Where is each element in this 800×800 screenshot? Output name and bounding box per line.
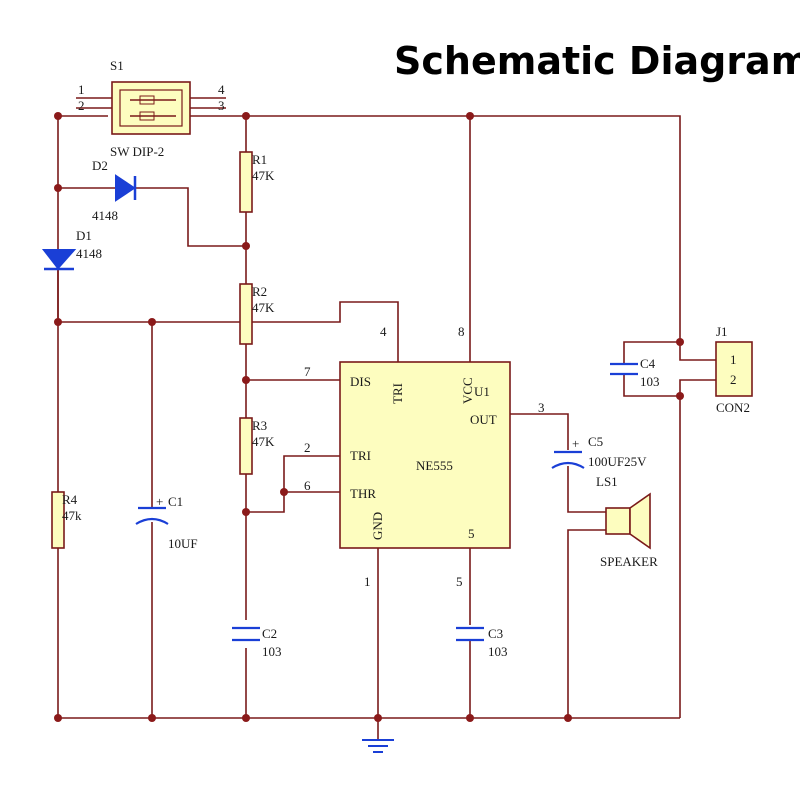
capacitor-c2: C2 103	[232, 626, 282, 659]
capacitor-c1: + C1 10UF	[135, 494, 198, 551]
pin-7-number: 7	[304, 364, 311, 379]
capacitor-c3: C3 103	[456, 626, 508, 659]
r2-value: 47K	[252, 300, 275, 315]
r1-value: 47K	[252, 168, 275, 183]
s1-pin4: 4	[218, 82, 225, 97]
pin-2-number: 2	[304, 440, 311, 455]
r4-ref: R4	[62, 492, 78, 507]
pin-out-name: OUT	[470, 412, 497, 427]
s1-pin1: 1	[78, 82, 85, 97]
pin-gnd-name: GND	[370, 512, 385, 540]
c2-ref: C2	[262, 626, 277, 641]
diode-d1: D1 4148	[41, 228, 102, 271]
ls1-value: SPEAKER	[600, 554, 658, 569]
r1-ref: R1	[252, 152, 267, 167]
r3-ref: R3	[252, 418, 267, 433]
speaker-ls1: LS1 SPEAKER	[596, 474, 658, 569]
pin-vcc-name: VCC	[460, 377, 475, 404]
capacitor-c5: + C5 100UF25V	[551, 434, 647, 469]
s1-pin3: 3	[218, 98, 225, 113]
capacitor-c4: C4 103	[610, 356, 660, 389]
dip-switch-s1: S1 1 2 4 3 SW DIP-2	[76, 58, 226, 159]
pin-3-number: 3	[538, 400, 545, 415]
c2-value: 103	[262, 644, 282, 659]
resistor-r4: R4 47k	[51, 491, 82, 549]
ic-ne555-u1: 4 8 7 3 2 6 1 5 DIS TRI THR OUT NE555 U1…	[304, 324, 545, 589]
r3-value: 47K	[252, 434, 275, 449]
c5-value: 100UF25V	[588, 454, 647, 469]
pin-5-name: 5	[468, 526, 475, 541]
pin-dis-name: DIS	[350, 374, 371, 389]
resistor-r3: R3 47K	[239, 417, 275, 475]
c1-polarity: +	[156, 494, 163, 509]
s1-pin2: 2	[78, 98, 85, 113]
j1-value: CON2	[716, 400, 750, 415]
diode-d2: D2 4148	[92, 158, 137, 223]
resistor-r2: R2 47K	[239, 283, 275, 345]
j1-pin1: 1	[730, 352, 737, 367]
pin-tri-top-name: TRI	[390, 383, 405, 404]
pin-4-number: 4	[380, 324, 387, 339]
d2-value: 4148	[92, 208, 118, 223]
c5-ref: C5	[588, 434, 603, 449]
c3-value: 103	[488, 644, 508, 659]
c4-ref: C4	[640, 356, 656, 371]
j1-pin2: 2	[730, 372, 737, 387]
s1-value: SW DIP-2	[110, 144, 164, 159]
ic-ref: U1	[474, 384, 490, 399]
pin-6-number: 6	[304, 478, 311, 493]
c1-ref: C1	[168, 494, 183, 509]
c4-value: 103	[640, 374, 660, 389]
c5-polarity: +	[572, 436, 579, 451]
pin-1-number: 1	[364, 574, 371, 589]
r4-value: 47k	[62, 508, 82, 523]
pin-tri-name: TRI	[350, 448, 371, 463]
pin-5-number: 5	[456, 574, 463, 589]
d2-ref: D2	[92, 158, 108, 173]
s1-ref: S1	[110, 58, 124, 73]
page-title: Schematic Diagram	[394, 39, 800, 83]
r2-ref: R2	[252, 284, 267, 299]
d1-ref: D1	[76, 228, 92, 243]
pin-thr-name: THR	[350, 486, 376, 501]
ic-value: NE555	[416, 458, 453, 473]
j1-ref: J1	[716, 324, 728, 339]
connector-j1: J1 1 2 CON2	[715, 324, 753, 415]
ls1-ref: LS1	[596, 474, 618, 489]
c3-ref: C3	[488, 626, 503, 641]
resistor-r1: R1 47K	[239, 151, 275, 213]
c1-value: 10UF	[168, 536, 198, 551]
pin-8-number: 8	[458, 324, 465, 339]
ground-icon	[362, 739, 394, 753]
d1-value: 4148	[76, 246, 102, 261]
junctions	[54, 112, 684, 722]
